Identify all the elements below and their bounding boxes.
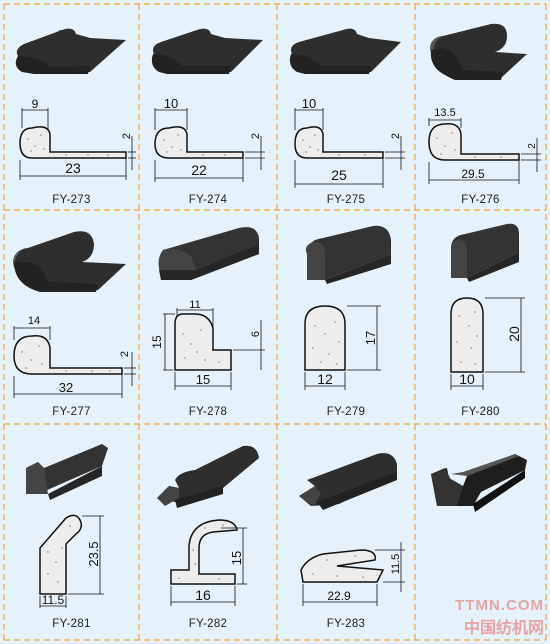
profile-card-fy283: 11.5 22.9 FY-283 <box>277 424 415 640</box>
profile-card-fy281: 23.5 11.5 FY-281 <box>4 424 139 640</box>
dim-a: 9 <box>32 97 39 111</box>
profile-drawing: 23.5 11.5 <box>26 444 108 608</box>
profile-card-fy274: 10 2 22 FY-274 <box>139 4 277 210</box>
product-code: FY-279 <box>326 406 366 418</box>
dim-c: 22.9 <box>327 589 351 603</box>
profile-card-fy276: 13.5 2 29.5 FY-276 <box>415 4 546 210</box>
product-code: FY-280 <box>461 406 500 418</box>
profile-drawing: 10 2 22 <box>151 28 265 182</box>
product-code: FY-283 <box>326 618 366 630</box>
dim-c: 12 <box>317 371 333 387</box>
dim-c: 11.5 <box>42 593 65 607</box>
profile-drawing: 14 2 32 <box>13 231 136 398</box>
dim-d: 15 <box>150 335 164 349</box>
dim-c: 10 <box>459 371 475 387</box>
dim-a: 20 <box>506 326 522 342</box>
watermark: TTMN.COM 中国纺机网 <box>455 597 544 638</box>
dim-a: 14 <box>28 315 40 327</box>
dim-c: 32 <box>59 380 73 395</box>
product-code: FY-281 <box>52 618 91 630</box>
dim-c: 16 <box>195 587 211 603</box>
profile-drawing: 11 6 15 15 <box>150 227 265 390</box>
product-code: FY-276 <box>461 194 500 206</box>
dim-a: 17 <box>363 331 378 345</box>
dim-a: 15 <box>229 551 244 565</box>
dim-c: 29.5 <box>461 167 485 181</box>
dim-a: 10 <box>302 96 316 111</box>
product-code: FY-274 <box>188 194 228 206</box>
dim-c: 25 <box>331 167 347 183</box>
profile-drawing: 10 2 25 <box>289 28 405 188</box>
profile-drawing: 9 2 23 <box>15 28 136 180</box>
dim-a: 13.5 <box>434 107 455 119</box>
product-code: FY-282 <box>188 618 228 630</box>
profile-drawing: 17 12 <box>304 225 391 390</box>
dim-b: 2 <box>119 351 131 357</box>
dim-c: 23 <box>65 160 81 176</box>
profile-card-fy278: 11 6 15 15 FY-278 <box>139 210 277 424</box>
profile-card-fy275: 10 2 25 FY-275 <box>277 4 415 210</box>
dim-b: 2 <box>527 143 538 149</box>
profile-drawing <box>431 454 527 512</box>
watermark-line2: 中国纺机网 <box>463 620 544 637</box>
dim-a: 11 <box>189 299 200 311</box>
product-code: FY-278 <box>188 406 228 418</box>
profile-card-fy279: 17 12 FY-279 <box>277 210 415 424</box>
product-code: FY-273 <box>52 194 91 206</box>
dim-b: 6 <box>250 331 262 337</box>
dim-c: 22 <box>191 162 207 178</box>
profile-drawing: 20 10 <box>450 223 525 390</box>
dim-a: 10 <box>164 96 178 111</box>
product-code: FY-275 <box>326 194 366 206</box>
profile-card-fy277: 14 2 32 FY-277 <box>4 210 139 424</box>
profile-drawing: 15 16 <box>157 445 259 606</box>
profile-card-fy280: 20 10 FY-280 <box>415 210 546 424</box>
dim-a: 23.5 <box>86 541 101 566</box>
dim-a: 11.5 <box>390 554 402 575</box>
dim-b: 2 <box>121 133 133 139</box>
profile-card-unlabeled <box>415 424 546 640</box>
profile-card-fy273: 9 2 23 FY-273 <box>4 4 139 210</box>
dim-b: 2 <box>390 133 402 139</box>
profile-drawing: 11.5 22.9 <box>299 453 405 606</box>
dim-c: 15 <box>196 372 210 387</box>
product-code: FY-277 <box>52 406 91 418</box>
dim-b: 2 <box>250 133 262 139</box>
profile-drawing: 13.5 2 29.5 <box>428 23 541 184</box>
profile-card-fy282: 15 16 FY-282 <box>139 424 277 640</box>
watermark-line1: TTMN.COM <box>455 597 544 614</box>
